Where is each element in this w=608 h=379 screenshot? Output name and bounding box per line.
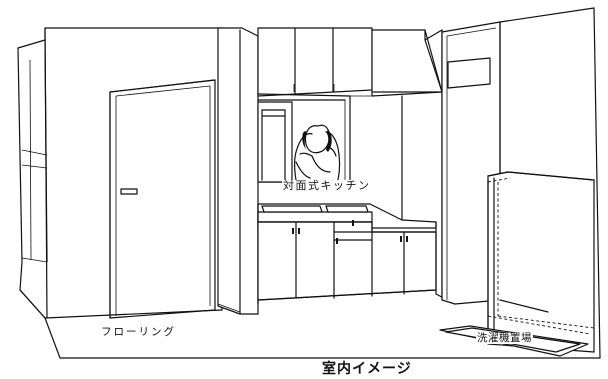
left-back-wall [17, 39, 48, 291]
caption: 室内イメージ [322, 361, 412, 377]
door [109, 79, 216, 319]
flooring-label: フローリング [101, 326, 176, 338]
door-handle [120, 188, 138, 195]
floor [19, 289, 601, 359]
kitchen-label: 対面式キッチン [282, 179, 372, 192]
lower-cabinets [257, 220, 437, 301]
washer-space-label: 洗濯機置場 [476, 332, 533, 344]
right-room-edge [499, 299, 549, 313]
upper-cabinets [257, 27, 373, 97]
pass-through-window [257, 93, 372, 183]
person-figure [293, 124, 341, 181]
right-wall [424, 7, 601, 359]
range-hood [371, 29, 443, 97]
column [217, 27, 259, 315]
